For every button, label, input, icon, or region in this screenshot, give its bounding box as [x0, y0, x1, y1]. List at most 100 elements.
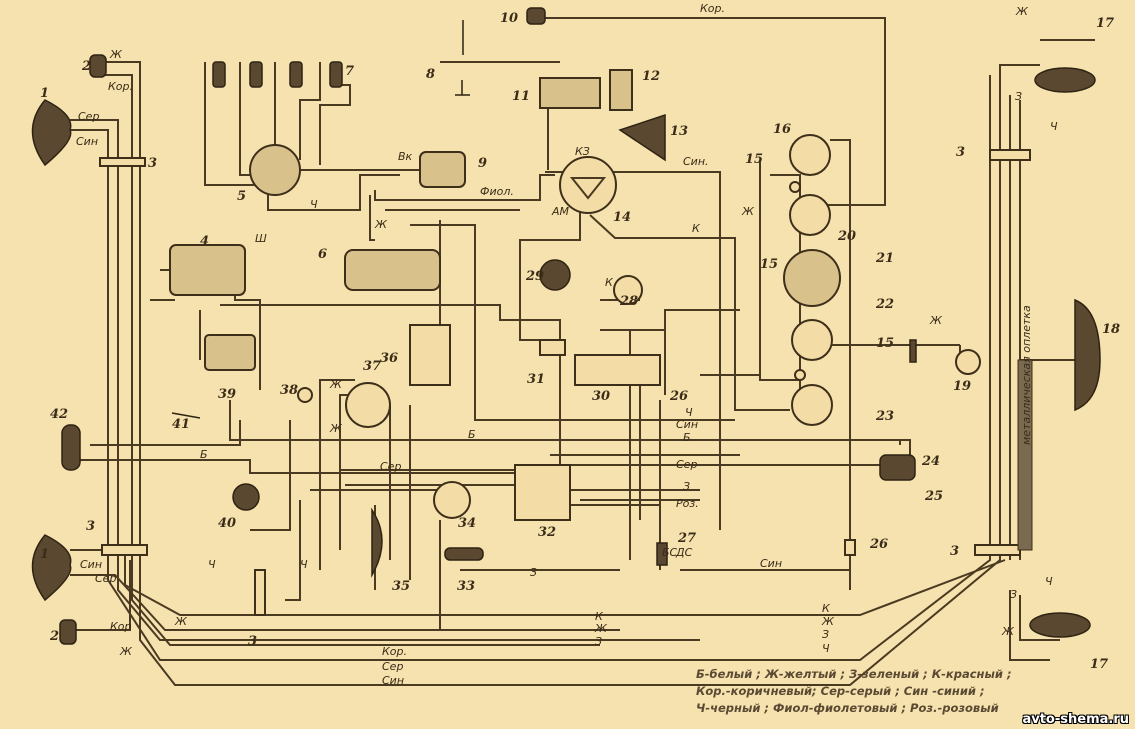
wire-label: Ж	[929, 314, 943, 327]
distributor-icon	[249, 144, 301, 196]
label-3: 3	[248, 634, 257, 649]
wire-label: Ж	[1015, 5, 1029, 18]
label-37: 37	[363, 359, 381, 374]
wire-label: К	[595, 610, 604, 623]
label-23: 23	[875, 409, 894, 424]
label-21: 21	[875, 251, 894, 266]
legend-line: Кор.-коричневый; Сер-серый ; Син -синий …	[696, 684, 985, 698]
sensor-icon	[455, 20, 470, 96]
wire-label: БС	[662, 546, 678, 559]
label-33: 33	[457, 579, 475, 594]
wire-label: К	[605, 276, 614, 289]
wire-label: ДС	[675, 546, 693, 559]
wire-label: Ч	[685, 406, 693, 419]
gauge-icon	[789, 134, 831, 176]
wire-label: Ж	[374, 218, 388, 231]
label-15: 15	[876, 336, 894, 351]
spark-plug-icon	[249, 61, 263, 88]
label-11: 11	[512, 89, 530, 104]
harness-clamp	[101, 544, 148, 556]
headlamp-icon	[31, 99, 72, 167]
spark-plug-icon	[289, 61, 303, 88]
wire-label: Ж	[119, 645, 133, 658]
wire-label: Ж	[1001, 625, 1015, 638]
wire-label: Кор.	[700, 2, 725, 15]
label-26: 26	[869, 537, 888, 552]
horn-icon	[618, 113, 666, 162]
wire-label: Ш	[255, 232, 267, 245]
label-32: 32	[538, 525, 556, 540]
label-31: 31	[527, 372, 545, 387]
wire-label: Б	[200, 448, 208, 461]
label-7: 7	[345, 64, 354, 79]
ammeter-icon	[559, 156, 617, 214]
wire-label: З	[595, 635, 602, 648]
label-20: 20	[837, 229, 856, 244]
braid-label: металлическая оплетка	[1020, 305, 1033, 445]
label-34: 34	[458, 516, 476, 531]
wire-label: Сер	[380, 460, 401, 473]
label-36: 36	[380, 351, 398, 366]
label-35: 35	[392, 579, 410, 594]
harness-clamp	[254, 569, 266, 616]
wire-label: Кор.	[382, 645, 407, 658]
label-40: 40	[218, 516, 236, 531]
label-26: 26	[669, 389, 688, 404]
gauge-icon	[791, 384, 833, 426]
spark-plug-icon	[212, 61, 226, 88]
sidelight-icon	[59, 619, 77, 645]
wire-label: Ч	[300, 558, 308, 571]
wire-label: Сер	[676, 458, 697, 471]
wire-label: Сер	[95, 572, 116, 585]
watermark: avto-shema.ru	[1022, 712, 1129, 727]
central-switch-icon	[574, 354, 661, 386]
color-legend: Б-белый ; Ж-желтый ; З-зеленый ; К-красн…	[696, 666, 1012, 717]
wiper-motor-icon	[539, 77, 601, 109]
label-17: 17	[1096, 16, 1114, 31]
label-2: 2	[81, 59, 91, 74]
wire-label: КЗ	[575, 145, 590, 158]
label-15: 15	[745, 152, 763, 167]
wire-label: Ж	[329, 378, 343, 391]
headlamp-icon	[31, 534, 72, 602]
gauge-icon	[791, 319, 833, 361]
sidelight-icon	[89, 54, 107, 78]
relay-icon	[232, 483, 260, 511]
label-19: 19	[953, 379, 971, 394]
wire-label: Кор	[110, 620, 132, 633]
starter-icon	[344, 249, 441, 291]
label-30: 30	[592, 389, 610, 404]
ignition-coil-icon	[419, 151, 466, 188]
wire-label: Син	[76, 135, 98, 148]
label-18: 18	[1102, 322, 1120, 337]
wiper-switch-icon	[539, 259, 571, 291]
label-3: 3	[950, 544, 959, 559]
switch-icon	[444, 547, 484, 561]
wire-label: Б	[683, 431, 691, 444]
label-15: 15	[760, 257, 778, 272]
label-5: 5	[237, 189, 246, 204]
plug-socket-icon	[879, 454, 916, 481]
lamp-icon	[794, 369, 806, 381]
wire-label: Ж	[594, 622, 608, 635]
harness-clamp	[974, 544, 1021, 556]
label-8: 8	[426, 67, 435, 82]
wire-label: З	[1010, 588, 1017, 601]
label-9: 9	[478, 156, 487, 171]
button-icon	[171, 412, 201, 419]
generator-icon	[169, 244, 246, 296]
lamp-icon	[789, 181, 801, 193]
wire-label: АМ	[551, 205, 570, 218]
harness-clamps	[99, 149, 1033, 616]
label-3: 3	[86, 519, 95, 534]
wire-label: Ж	[741, 205, 755, 218]
tail-light-icon	[1034, 67, 1096, 93]
switch-icon	[526, 7, 546, 25]
wire-label: Роз.	[676, 497, 699, 510]
wire-label: Син	[382, 674, 404, 687]
wire-label: З	[822, 628, 829, 641]
label-1: 1	[40, 86, 49, 101]
wire-label: Б	[468, 428, 476, 441]
label-3: 3	[956, 145, 965, 160]
